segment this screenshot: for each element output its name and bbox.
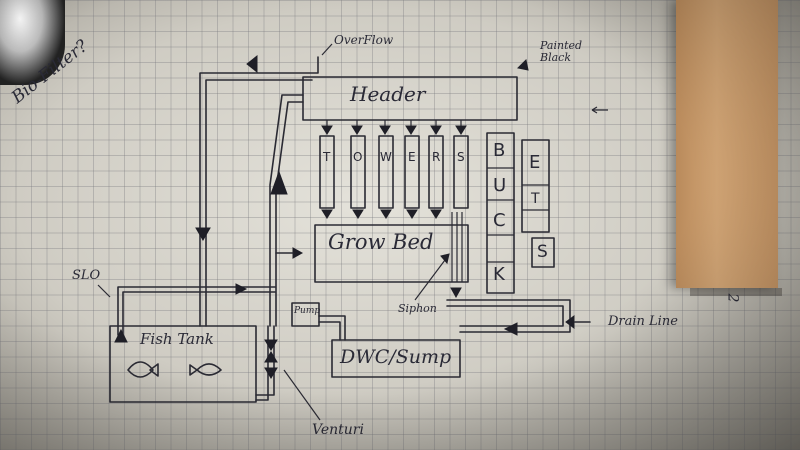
bucket-letter-c: C — [493, 210, 506, 231]
bucket-letter-u: U — [493, 175, 507, 196]
header-box — [302, 76, 518, 121]
tower-2 — [350, 135, 366, 209]
header-to-tower-arrows — [321, 120, 467, 135]
fish-tank-label: Fish Tank — [140, 330, 214, 348]
tower-letter-o: O — [353, 150, 363, 164]
tower-3 — [378, 135, 394, 209]
siphon-label-line — [414, 259, 446, 301]
glass-jar-object — [0, 0, 65, 85]
tower-letter-s: S — [457, 150, 465, 164]
pump-riser-pipe — [269, 94, 304, 327]
tower-6 — [453, 135, 469, 209]
fish-tank-box — [109, 325, 257, 403]
ruler-shadow — [690, 288, 782, 296]
grow-bed-box — [314, 224, 469, 283]
pump-to-sump-pipe — [318, 315, 346, 341]
tower-letter-w: W — [380, 150, 392, 164]
siphon-label: Siphon — [398, 302, 437, 315]
tower-5 — [428, 135, 444, 209]
grow-bed-inlet-arrow — [292, 247, 304, 259]
overflow-label: OverFlow — [334, 33, 394, 47]
return-down-arrow — [195, 227, 211, 241]
overflow-arrow — [246, 54, 258, 74]
siphon-arrow — [450, 287, 462, 299]
bucket-letter-b: B — [493, 140, 506, 161]
fish-1 — [127, 361, 159, 378]
tower-letter-e: E — [408, 150, 416, 164]
bucket-letter-k: K — [493, 264, 505, 285]
header-label: Header — [350, 82, 426, 106]
ets-letter-s: S — [537, 242, 548, 262]
drain-line-inner — [446, 305, 564, 327]
drain-arrow — [503, 322, 518, 336]
venturi-label-line — [283, 369, 321, 421]
ets-letter-t: T — [531, 191, 540, 207]
grow-bed-label: Grow Bed — [328, 230, 434, 254]
pump-label: Pump — [294, 306, 321, 316]
pump-box — [291, 302, 320, 327]
overflow-return-pipe — [199, 56, 319, 327]
tower-4 — [404, 135, 420, 209]
stray-arrow — [591, 106, 608, 114]
tower-letter-t: T — [323, 150, 331, 164]
ruler-mark: 2 — [724, 293, 741, 303]
bucket-stack — [486, 132, 555, 294]
tower-1 — [319, 135, 335, 209]
drain-line-label: Drain Line — [608, 314, 678, 329]
towers — [319, 135, 469, 219]
tower-letter-r: R — [432, 150, 441, 164]
venturi-pipe — [255, 325, 275, 401]
fish-2 — [189, 363, 222, 376]
slo-pipe — [117, 286, 276, 336]
dwc-sump-box — [331, 339, 461, 378]
dwc-sump-label: DWC/Sump — [340, 346, 452, 368]
ets-letter-e: E — [529, 152, 541, 173]
siphon-pipes — [451, 212, 463, 282]
painted-black-label: Painted Black — [540, 39, 583, 64]
slo-label: SLO — [72, 268, 101, 283]
wooden-ruler — [676, 0, 778, 288]
venturi-label: Venturi — [312, 422, 364, 438]
riser-up-arrow — [270, 170, 288, 195]
slo-arrow — [114, 328, 128, 343]
